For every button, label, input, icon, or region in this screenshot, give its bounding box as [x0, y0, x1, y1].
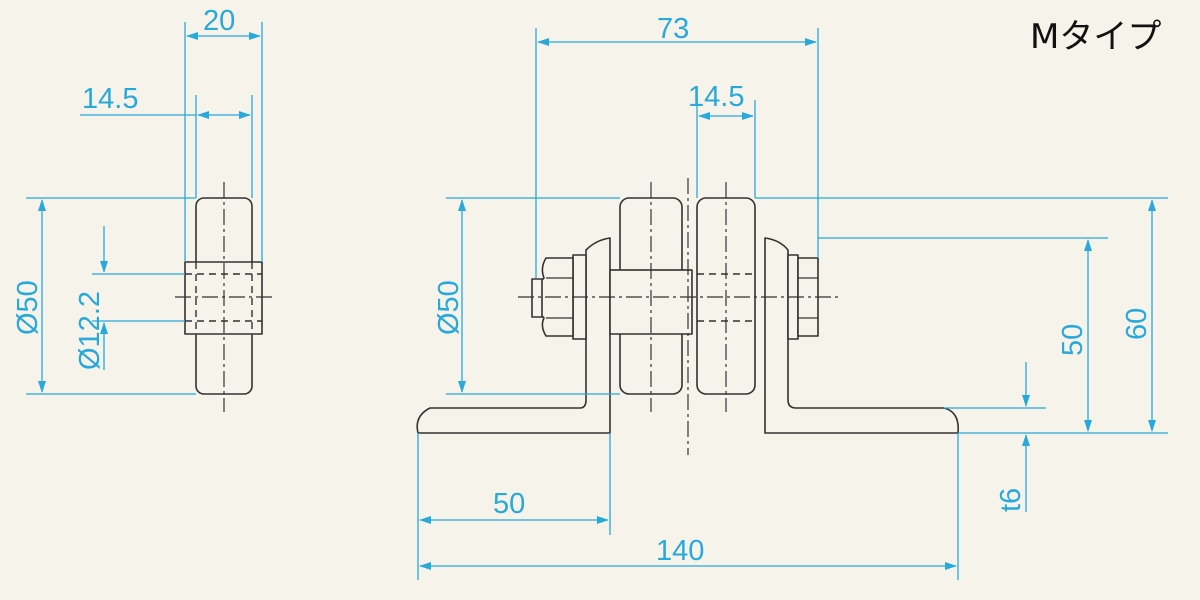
bolt-end	[531, 278, 543, 318]
dim-wheel-width: 14.5	[688, 81, 744, 113]
dim-side-width: 20	[203, 5, 235, 37]
left-bracket	[416, 237, 611, 434]
dim-side-inner-width: 14.5	[82, 83, 138, 115]
dim-side-axle-diameter: Ø12.2	[74, 291, 106, 370]
dim-plate-thickness: t6	[995, 488, 1027, 512]
right-bracket	[764, 237, 960, 434]
dim-base-length: 140	[656, 535, 704, 567]
dim-bolt-span: 73	[657, 13, 689, 45]
dim-front-wheel-diameter: Ø50	[433, 280, 465, 335]
dim-bracket-height: 60	[1121, 308, 1153, 340]
front-view: 73 14.5 Ø50 50 60 t6 50 140	[416, 13, 1168, 580]
dim-side-wheel-diameter: Ø50	[12, 280, 44, 335]
dim-axle-height: 50	[1057, 324, 1089, 356]
dim-half-base: 50	[493, 488, 525, 520]
drawing-title: Mタイプ	[1030, 17, 1161, 57]
side-view: 20 14.5 Ø50 Ø12.2	[12, 5, 272, 412]
